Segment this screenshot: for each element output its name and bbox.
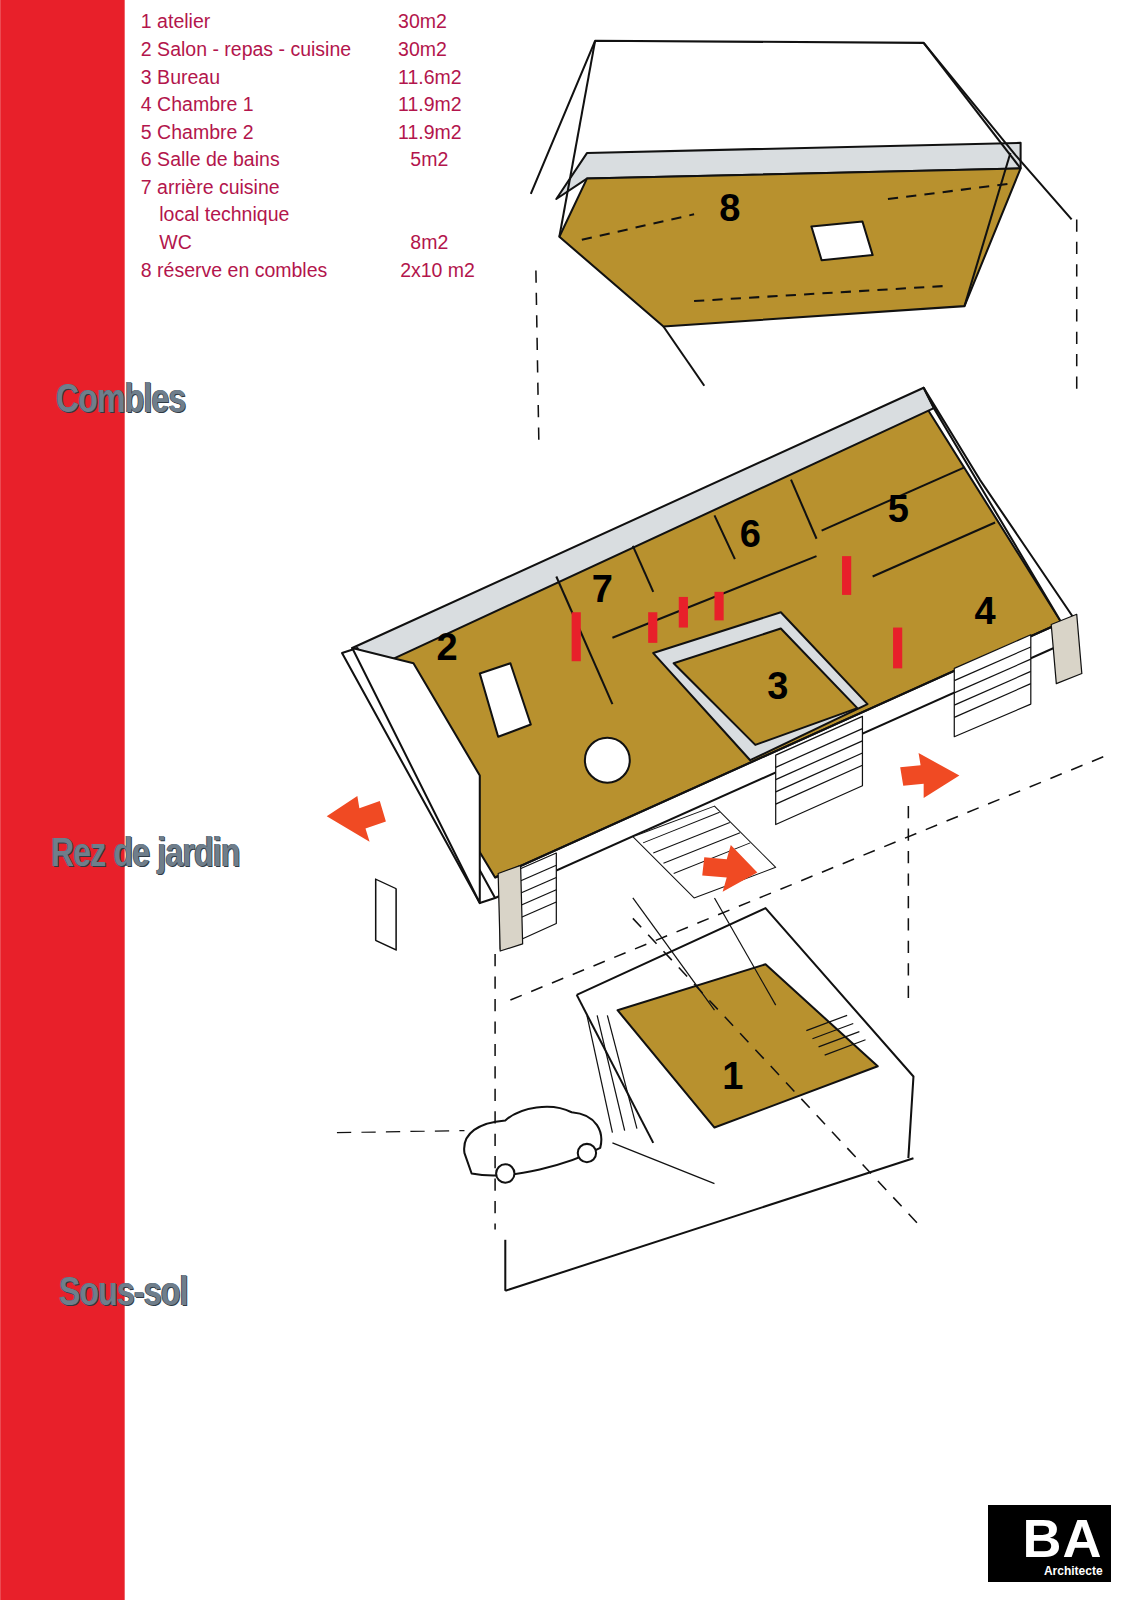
room-schedule-entry: WC <box>159 232 192 253</box>
room-schedule-entry: 7 arrière cuisine <box>141 177 280 198</box>
room-schedule-entry: 6 Salle de bains <box>141 150 280 171</box>
room-schedule-entry: 30m2 <box>398 39 447 60</box>
room-number: 2 <box>437 627 458 669</box>
room-schedule-entry: 8m2 <box>410 232 448 253</box>
room-number: 3 <box>767 666 788 708</box>
room-number: 8 <box>719 188 740 230</box>
room-schedule-entry: 11.6m2 <box>398 67 462 88</box>
room-schedule-entry: local technique <box>159 205 289 226</box>
basement-level <box>337 898 914 1291</box>
room-schedule-entry: 2x10 m2 <box>400 260 475 281</box>
red-band <box>0 0 124 1600</box>
room-number: 5 <box>888 489 909 531</box>
projection-lines <box>495 219 1107 1229</box>
entry-arrows <box>327 753 960 892</box>
room-schedule-entry: 2 Salon - repas - cuisine <box>141 39 351 60</box>
logo-mark: BA <box>1023 1511 1103 1565</box>
room-number: 7 <box>592 569 613 611</box>
room-number: 1 <box>722 1056 743 1098</box>
room-schedule-entry: 1 atelier <box>141 12 210 33</box>
logo-caption: Architecte <box>1044 1565 1103 1578</box>
level-name: Combles <box>56 376 186 420</box>
ground-level <box>342 388 1082 951</box>
attic-level <box>531 41 1072 386</box>
room-schedule-entry: 3 Bureau <box>141 67 220 88</box>
level-name: Rez de jardin <box>51 830 240 874</box>
room-schedule-entry: 4 Chambre 1 <box>141 94 254 115</box>
room-schedule-entry: 5m2 <box>410 150 448 171</box>
room-schedule-entry: 8 réserve en combles <box>141 260 327 281</box>
room-schedule-entry: 5 Chambre 2 <box>141 122 254 143</box>
room-schedule-entry: 11.9m2 <box>398 94 462 115</box>
room-schedule-entry: 30m2 <box>398 12 447 33</box>
architect-logo: BAArchitecte <box>988 1505 1110 1582</box>
room-number: 6 <box>740 514 761 556</box>
level-name: Sous-sol <box>59 1269 188 1313</box>
room-number: 4 <box>974 592 995 634</box>
room-schedule-entry: 11.9m2 <box>398 122 462 143</box>
